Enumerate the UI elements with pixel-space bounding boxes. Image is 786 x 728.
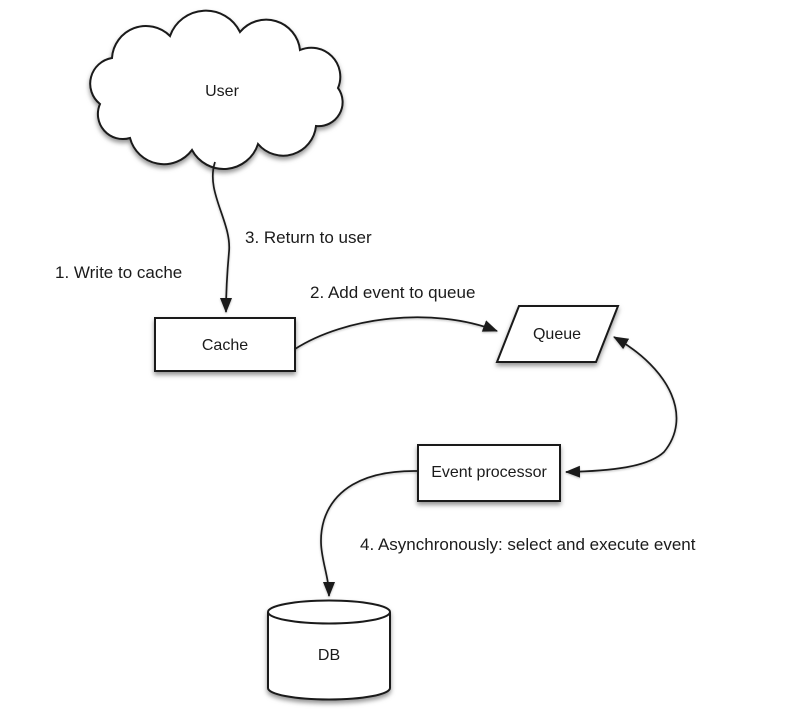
cache-box-shape: [154, 317, 296, 372]
cache-node-label: Cache: [201, 337, 249, 354]
event-processor-node-label: Event processor: [431, 464, 547, 481]
user-cloud-shape: [89, 9, 344, 170]
event-processor-box-shape: [417, 444, 561, 502]
step-2-label: 2. Add event to queue: [310, 283, 476, 302]
user-node-label: User: [205, 83, 239, 100]
arrow-queue-event-processor: [565, 336, 678, 478]
arrow-cache-to-queue: [294, 316, 498, 350]
db-node-label: DB: [317, 647, 341, 664]
arrow-user-to-cache: [211, 161, 233, 313]
arrow-event-processor-to-db: [320, 470, 419, 597]
db-cylinder-shape: [267, 599, 391, 701]
queue-node-label: Queue: [532, 326, 582, 343]
step-3-label: 3. Return to user: [245, 228, 372, 247]
step-1-label: 1. Write to cache: [55, 263, 183, 282]
step-4-label: 4. Asynchronously: select and execute ev…: [360, 535, 696, 554]
